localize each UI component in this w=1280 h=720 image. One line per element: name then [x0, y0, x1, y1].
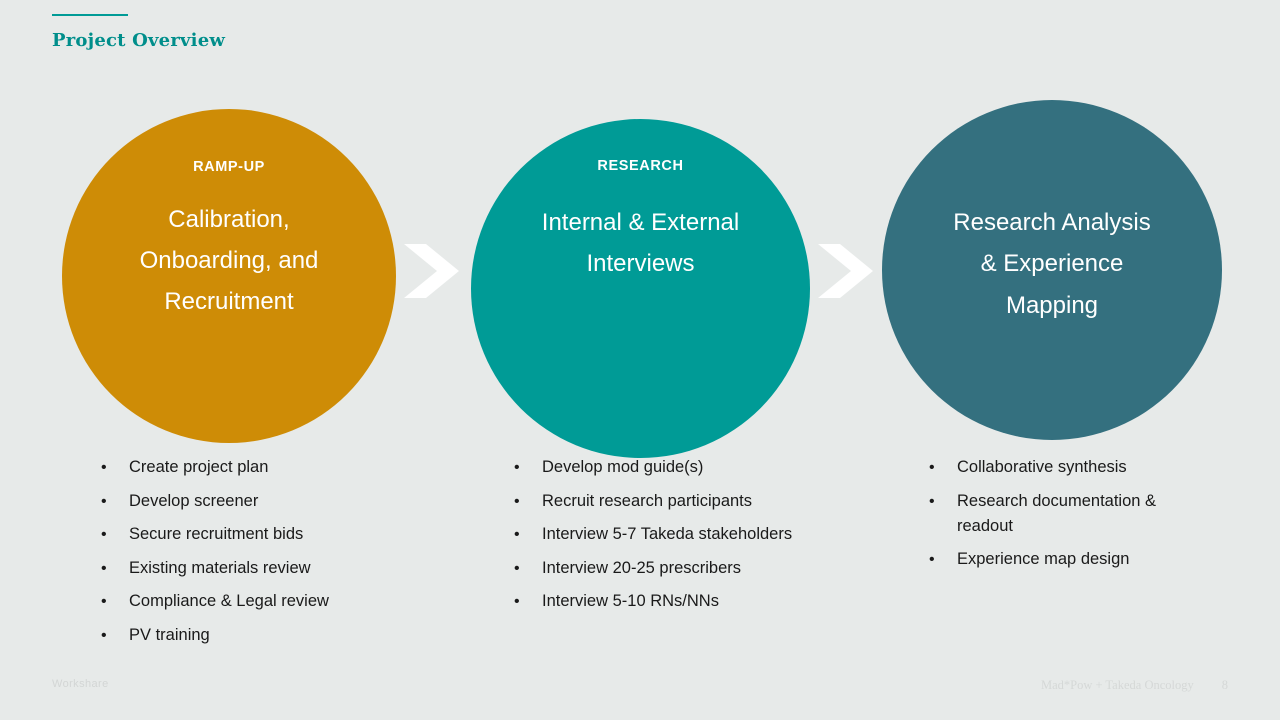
list-item-label: Recruit research participants [542, 491, 753, 510]
chevron-right-icon [818, 240, 874, 302]
list-item: • Secure recruitment bids [101, 522, 431, 547]
list-item-label: Compliance & Legal review [129, 592, 329, 610]
list-item: • Develop screener [101, 489, 431, 514]
list-item: • Research documentation & readout [929, 489, 1199, 539]
footer-watermark: Workshare [52, 678, 109, 690]
bullet-marker-icon: • [514, 526, 520, 543]
bullet-marker-icon: • [514, 492, 520, 510]
title-accent-rule [52, 14, 128, 16]
list-item-label: Create project plan [129, 458, 269, 476]
list-item-label: Develop screener [129, 491, 259, 510]
footer-brand: Mad*Pow + Takeda Oncology [1040, 678, 1194, 692]
bullet-marker-icon: • [101, 626, 107, 644]
list-item: • Collaborative synthesis [929, 455, 1199, 480]
list-item-label: Develop mod guide(s) [542, 458, 704, 476]
list-item: • Recruit research participants [514, 489, 854, 514]
bullet-marker-icon: • [929, 459, 935, 476]
list-item: • Interview 5-10 RNs/NNs [514, 589, 854, 614]
stage-circle-analysis[interactable]: Research Analysis & Experience Mapping [882, 100, 1222, 440]
list-item-label: Interview 5-7 Takeda stakeholders [542, 525, 793, 543]
bullet-marker-icon: • [101, 593, 107, 610]
stage-kicker-ramp-up: RAMP-UP [193, 159, 265, 175]
stage-kicker-research: RESEARCH [597, 158, 684, 174]
bullet-list-ramp-up: • Create project plan • Develop screener • Se… [101, 455, 431, 656]
list-item-label: Interview 5-10 RNs/NNs [542, 592, 719, 610]
list-item: • Create project plan [101, 455, 431, 480]
bullet-marker-icon: • [101, 526, 107, 543]
list-item-label: PV training [129, 625, 210, 644]
stage-heading-research: Internal & External Interviews [541, 208, 740, 277]
stage-heading-analysis: Research Analysis & Experience Mapping [953, 209, 1151, 319]
list-item-label: Interview 20-25 prescribers [542, 558, 741, 577]
list-item: • Compliance & Legal review [101, 589, 431, 614]
list-item: • PV training [101, 623, 431, 648]
list-item: • Interview 20-25 prescribers [514, 556, 854, 581]
page-title: Project Overview [52, 30, 226, 51]
list-item: • Develop mod guide(s) [514, 455, 854, 480]
bullet-marker-icon: • [101, 559, 107, 577]
list-item: • Existing materials review [101, 556, 431, 581]
list-item-label: Research documentation & readout [957, 491, 1157, 535]
bullet-marker-icon: • [514, 459, 520, 476]
list-item-label: Collaborative synthesis [957, 458, 1127, 476]
list-item-label: Experience map design [957, 550, 1130, 568]
chevron-right-icon [404, 240, 460, 302]
stage-heading-ramp-up: Calibration, Onboarding, and Recruitment [139, 205, 319, 316]
footer-right: Mad*Pow + Takeda Oncology 8 [1041, 678, 1228, 693]
title-block: Project Overview [52, 14, 225, 51]
bullet-marker-icon: • [101, 459, 107, 476]
bullet-list-research: • Develop mod guide(s) • Recruit research p… [514, 455, 854, 623]
bullet-marker-icon: • [929, 492, 935, 510]
stage-circle-research[interactable]: RESEARCH Internal & External Interviews [471, 119, 810, 458]
list-item: • Experience map design [929, 547, 1199, 572]
list-item-label: Existing materials review [129, 558, 311, 577]
bullet-marker-icon: • [929, 551, 935, 568]
stage-circle-ramp-up[interactable]: RAMP-UP Calibration, Onboarding, and Rec… [62, 109, 396, 443]
bullet-marker-icon: • [514, 593, 520, 610]
bullet-marker-icon: • [514, 559, 520, 577]
page-number: 8 [1221, 678, 1228, 692]
list-item-label: Secure recruitment bids [129, 525, 304, 543]
bullet-marker-icon: • [101, 492, 107, 510]
bullet-list-analysis: • Collaborative synthesis • Research docume… [929, 455, 1199, 581]
list-item: • Interview 5-7 Takeda stakeholders [514, 522, 854, 547]
